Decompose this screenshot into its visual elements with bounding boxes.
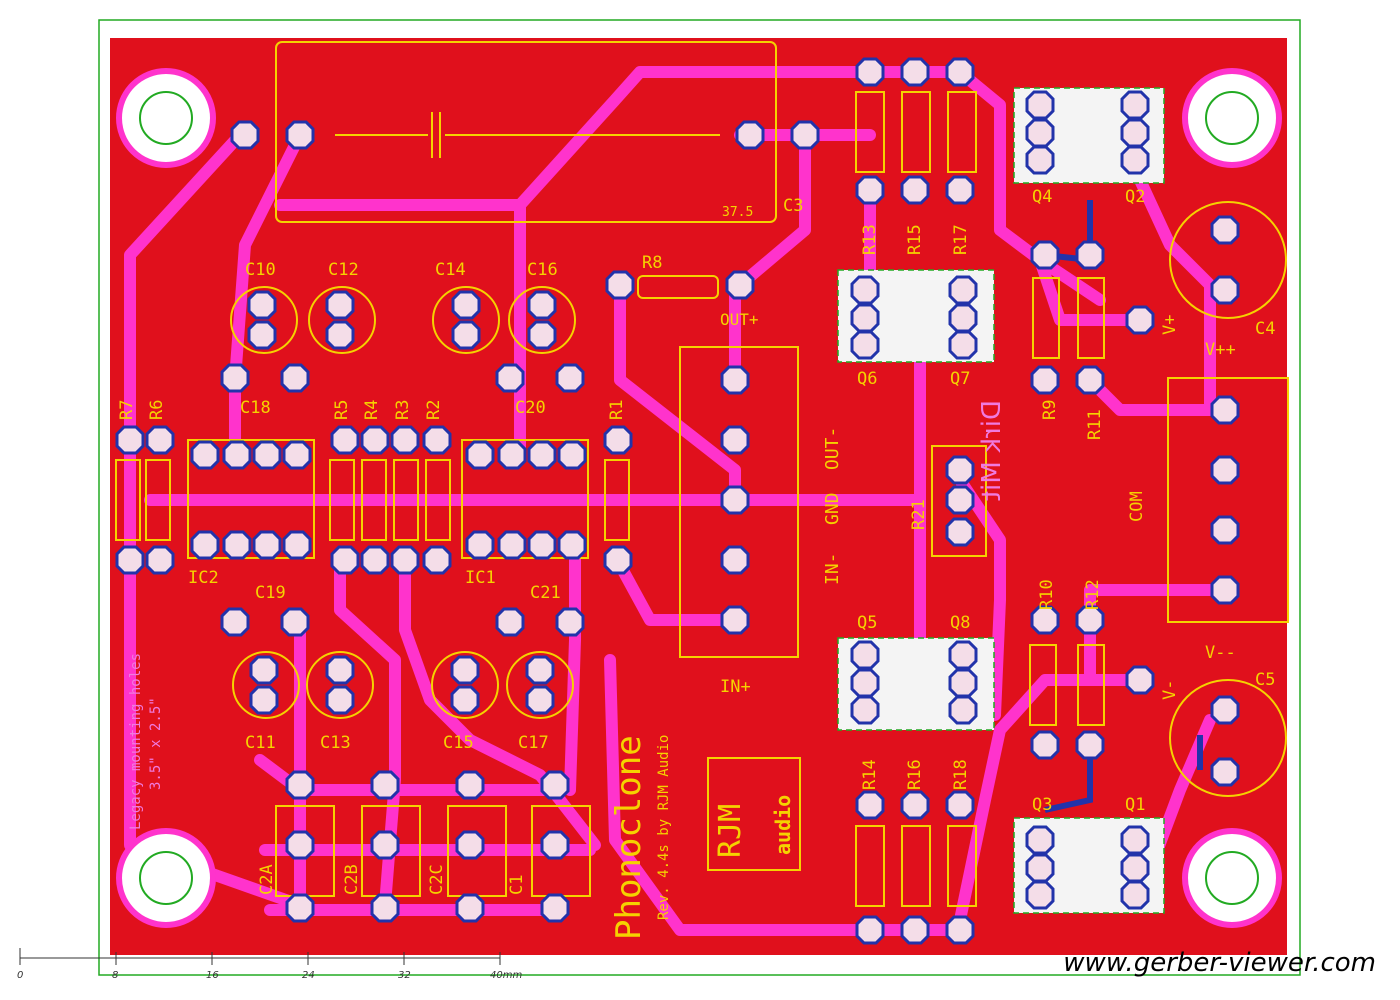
ruler: 0 8 16 24 32 40mm (17, 948, 522, 981)
label-Q4: Q4 (1032, 187, 1052, 207)
label-in-plus: IN+ (720, 677, 751, 697)
label-R8: R8 (642, 253, 662, 273)
label-Q2: Q2 (1125, 187, 1145, 207)
label-in-minus: IN- (822, 552, 843, 585)
label-Q7: Q7 (950, 369, 970, 389)
label-C5: C5 (1255, 670, 1275, 690)
label-R3: R3 (393, 400, 413, 420)
label-IC1: IC1 (465, 568, 496, 588)
label-Q5: Q5 (857, 613, 877, 633)
mounting-note-1: Legacy mounting holes (128, 653, 144, 830)
label-C12: C12 (328, 260, 359, 280)
label-C19: C19 (255, 583, 286, 603)
label-R6: R6 (147, 400, 167, 420)
label-R14: R14 (860, 759, 880, 790)
label-C2B: C2B (342, 864, 362, 895)
label-R5: R5 (332, 400, 352, 420)
label-R11: R11 (1085, 409, 1105, 440)
label-R1: R1 (607, 400, 627, 420)
label-C10: C10 (245, 260, 276, 280)
label-R4: R4 (362, 400, 382, 420)
label-C14: C14 (435, 260, 466, 280)
mirrored-text: Dirk Mit (977, 400, 1007, 501)
board-title: Phonoclone (609, 735, 649, 940)
label-R7: R7 (117, 400, 137, 420)
silkscreen-outlines (115, 41, 1289, 907)
mounting-holes (116, 68, 1282, 928)
watermark[interactable]: www.gerber-viewer.com (1063, 948, 1376, 978)
ruler-tick-40mm: 40mm (490, 970, 522, 981)
label-R18: R18 (951, 759, 971, 790)
label-C21: C21 (530, 583, 561, 603)
label-C2A: C2A (257, 864, 277, 895)
label-R9: R9 (1040, 400, 1060, 420)
ruler-tick-32: 32 (398, 970, 411, 981)
label-R21: R21 (909, 499, 929, 530)
label-R2: R2 (424, 400, 444, 420)
label-Q8: Q8 (950, 613, 970, 633)
label-gnd: GND (822, 492, 843, 525)
label-v-minusminus: V-- (1205, 643, 1236, 663)
label-v-minus: V- (1160, 680, 1180, 700)
label-C17: C17 (518, 733, 549, 753)
label-C18: C18 (240, 398, 271, 418)
label-C3: C3 (783, 196, 803, 216)
label-C13: C13 (320, 733, 351, 753)
label-IC2: IC2 (188, 568, 219, 588)
label-out-plus: OUT+ (720, 310, 759, 329)
ruler-tick-8: 8 (112, 970, 118, 981)
ruler-tick-24: 24 (302, 970, 315, 981)
label-R10: R10 (1037, 579, 1057, 610)
label-R12: R12 (1083, 579, 1103, 610)
ruler-tick-0: 0 (17, 970, 23, 981)
label-v-plusplus: V++ (1205, 340, 1236, 360)
label-C2C: C2C (427, 864, 447, 895)
label-R15: R15 (905, 224, 925, 255)
label-v-plus: V+ (1160, 315, 1180, 335)
label-R16: R16 (905, 759, 925, 790)
cap-value: 37.5 (722, 205, 753, 220)
ruler-tick-16: 16 (206, 970, 219, 981)
board-subtitle: Rev. 4.4s by RJM Audio (656, 735, 672, 920)
label-R13: R13 (860, 224, 880, 255)
label-C20: C20 (515, 398, 546, 418)
label-com: COM (1127, 491, 1147, 522)
label-Q6: Q6 (857, 369, 877, 389)
label-C16: C16 (527, 260, 558, 280)
label-C11: C11 (245, 733, 276, 753)
label-Q3: Q3 (1032, 795, 1052, 815)
label-out-minus: OUT- (822, 427, 843, 470)
label-Q1: Q1 (1125, 795, 1145, 815)
logo-rjm: RJM (713, 804, 748, 858)
label-C4: C4 (1255, 319, 1275, 339)
label-C1: C1 (507, 875, 527, 895)
mounting-note-2: 3.5" x 2.5" (148, 697, 164, 790)
label-C15: C15 (443, 733, 474, 753)
label-R17: R17 (951, 224, 971, 255)
logo-audio: audio (771, 795, 795, 855)
